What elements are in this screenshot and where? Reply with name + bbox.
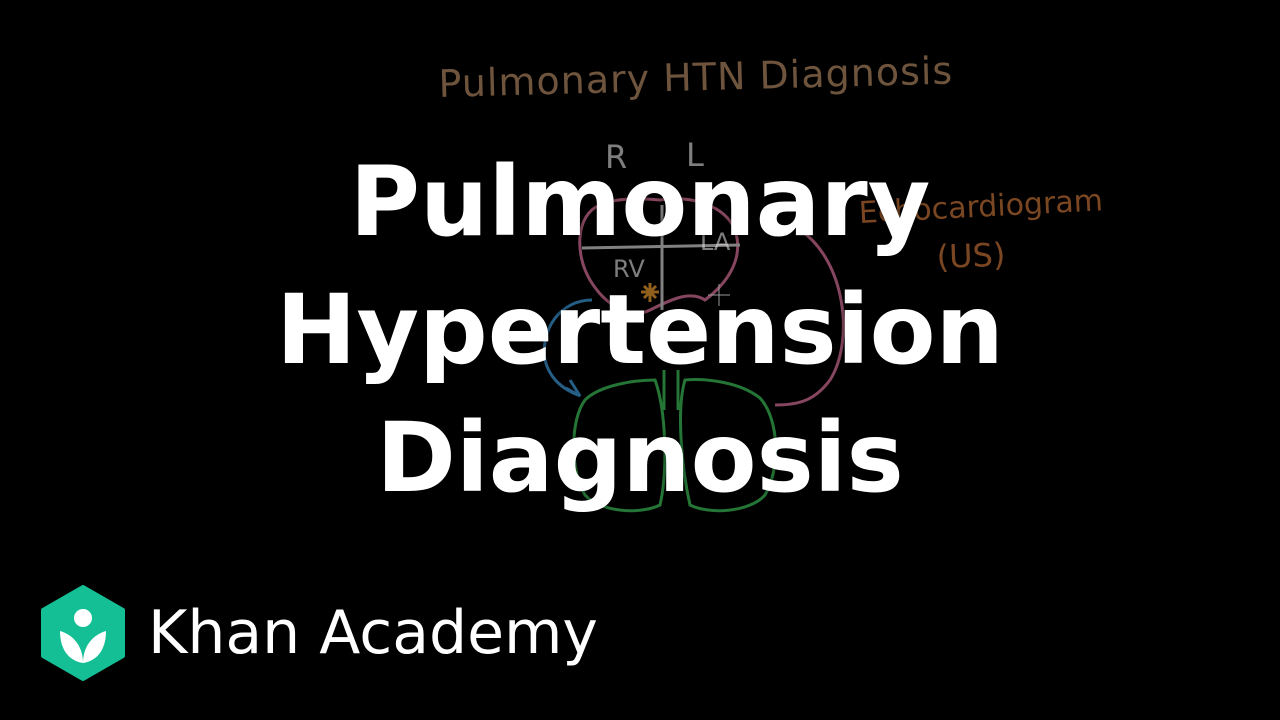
sketch-la-label: LA: [700, 228, 731, 256]
headline-line-1: Pulmonary: [349, 146, 931, 258]
sketch-right-label: R: [605, 138, 628, 176]
headline-line-2: Hypertension: [276, 274, 1004, 386]
right-lung-outline: [679, 378, 778, 513]
blue-arrowhead: [565, 379, 582, 398]
sketch-left-label: L: [686, 136, 704, 174]
sketch-rv-label: RV: [613, 255, 645, 283]
blue-circulation-arrow: [542, 298, 593, 397]
left-lung-outline: [572, 378, 667, 513]
crosshair-cursor-icon: [708, 284, 730, 306]
brand-name: Khan Academy: [148, 598, 598, 668]
brand-lockup: Khan Academy: [40, 585, 598, 681]
orange-star-mark: [641, 283, 659, 302]
khan-academy-hexagon-logo-icon: [41, 585, 125, 681]
pink-circulation-arrow: [774, 228, 845, 407]
headline-line-3: Diagnosis: [376, 402, 904, 514]
heart-outline: [578, 197, 740, 315]
